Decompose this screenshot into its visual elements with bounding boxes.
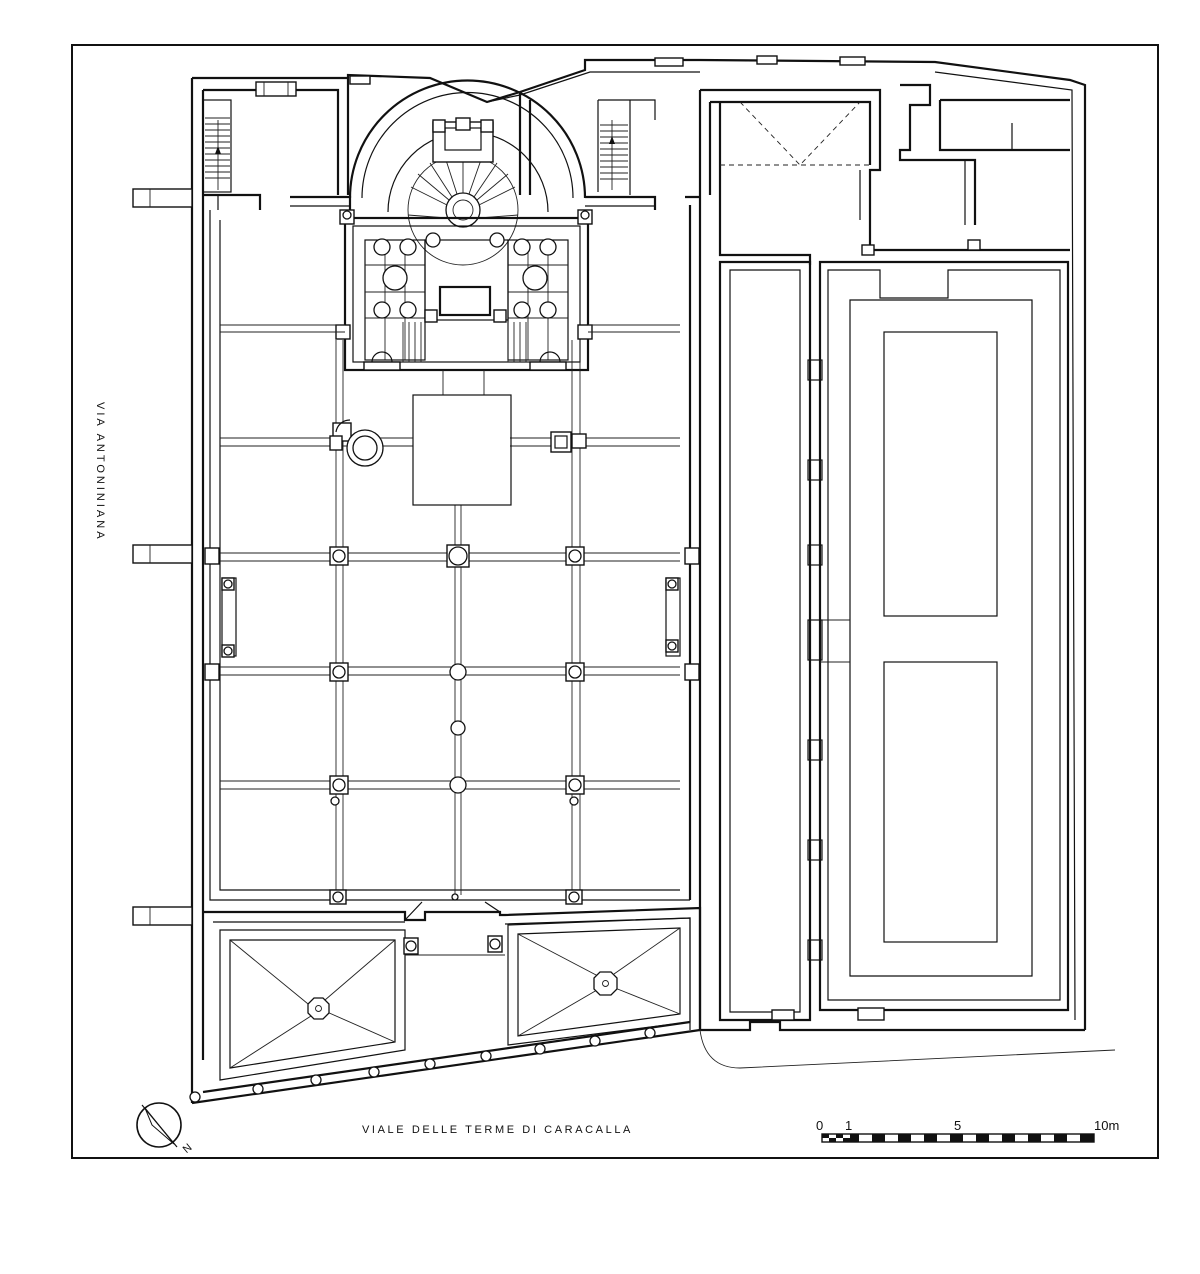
scale-label-10m: 10m [1094,1118,1119,1133]
chapel-corner-piers [335,209,593,340]
west-buttresses [132,188,193,926]
north-letter: N [181,1142,195,1156]
street-label-south: VIALE DELLE TERME DI CARACALLA [362,1124,633,1136]
hall-columns [204,419,700,905]
scale-label-0: 0 [816,1118,823,1133]
north-east-rooms [346,55,1087,1030]
apse [348,79,587,266]
east-long-hall [699,260,1116,1069]
south-vestibule [189,901,702,1105]
street-label-west: VIA ANTONINIANA [94,402,106,542]
drawing-border [71,44,1159,1159]
scale-bar [821,1133,1095,1143]
scale-label-5: 5 [954,1118,961,1133]
chapel-core [343,216,590,372]
hall-vault-grid [220,324,680,895]
scale-label-1: 1 [845,1118,852,1133]
north-arrow-icon [136,1102,182,1148]
main-hall-walls [190,76,702,1103]
north-west-stair-room [202,81,297,193]
